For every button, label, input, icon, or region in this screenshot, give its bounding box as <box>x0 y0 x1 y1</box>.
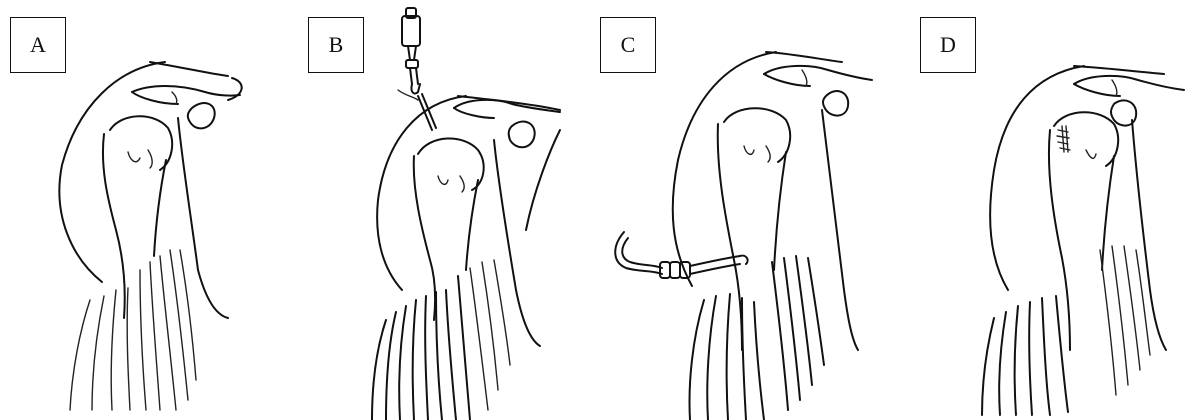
shoulder-illustration-a <box>0 0 298 420</box>
shoulder-illustration-b <box>298 0 596 420</box>
shoulder-illustration-d <box>894 0 1192 420</box>
panel-b: B <box>298 0 596 420</box>
catheter-icon <box>615 232 747 278</box>
shoulder-illustration-c <box>596 0 894 420</box>
panel-c: C <box>596 0 894 420</box>
panel-a: A <box>0 0 298 420</box>
needle-icon <box>398 8 436 130</box>
suture-anchor-icon <box>1057 126 1070 152</box>
panel-d: D <box>894 0 1192 420</box>
